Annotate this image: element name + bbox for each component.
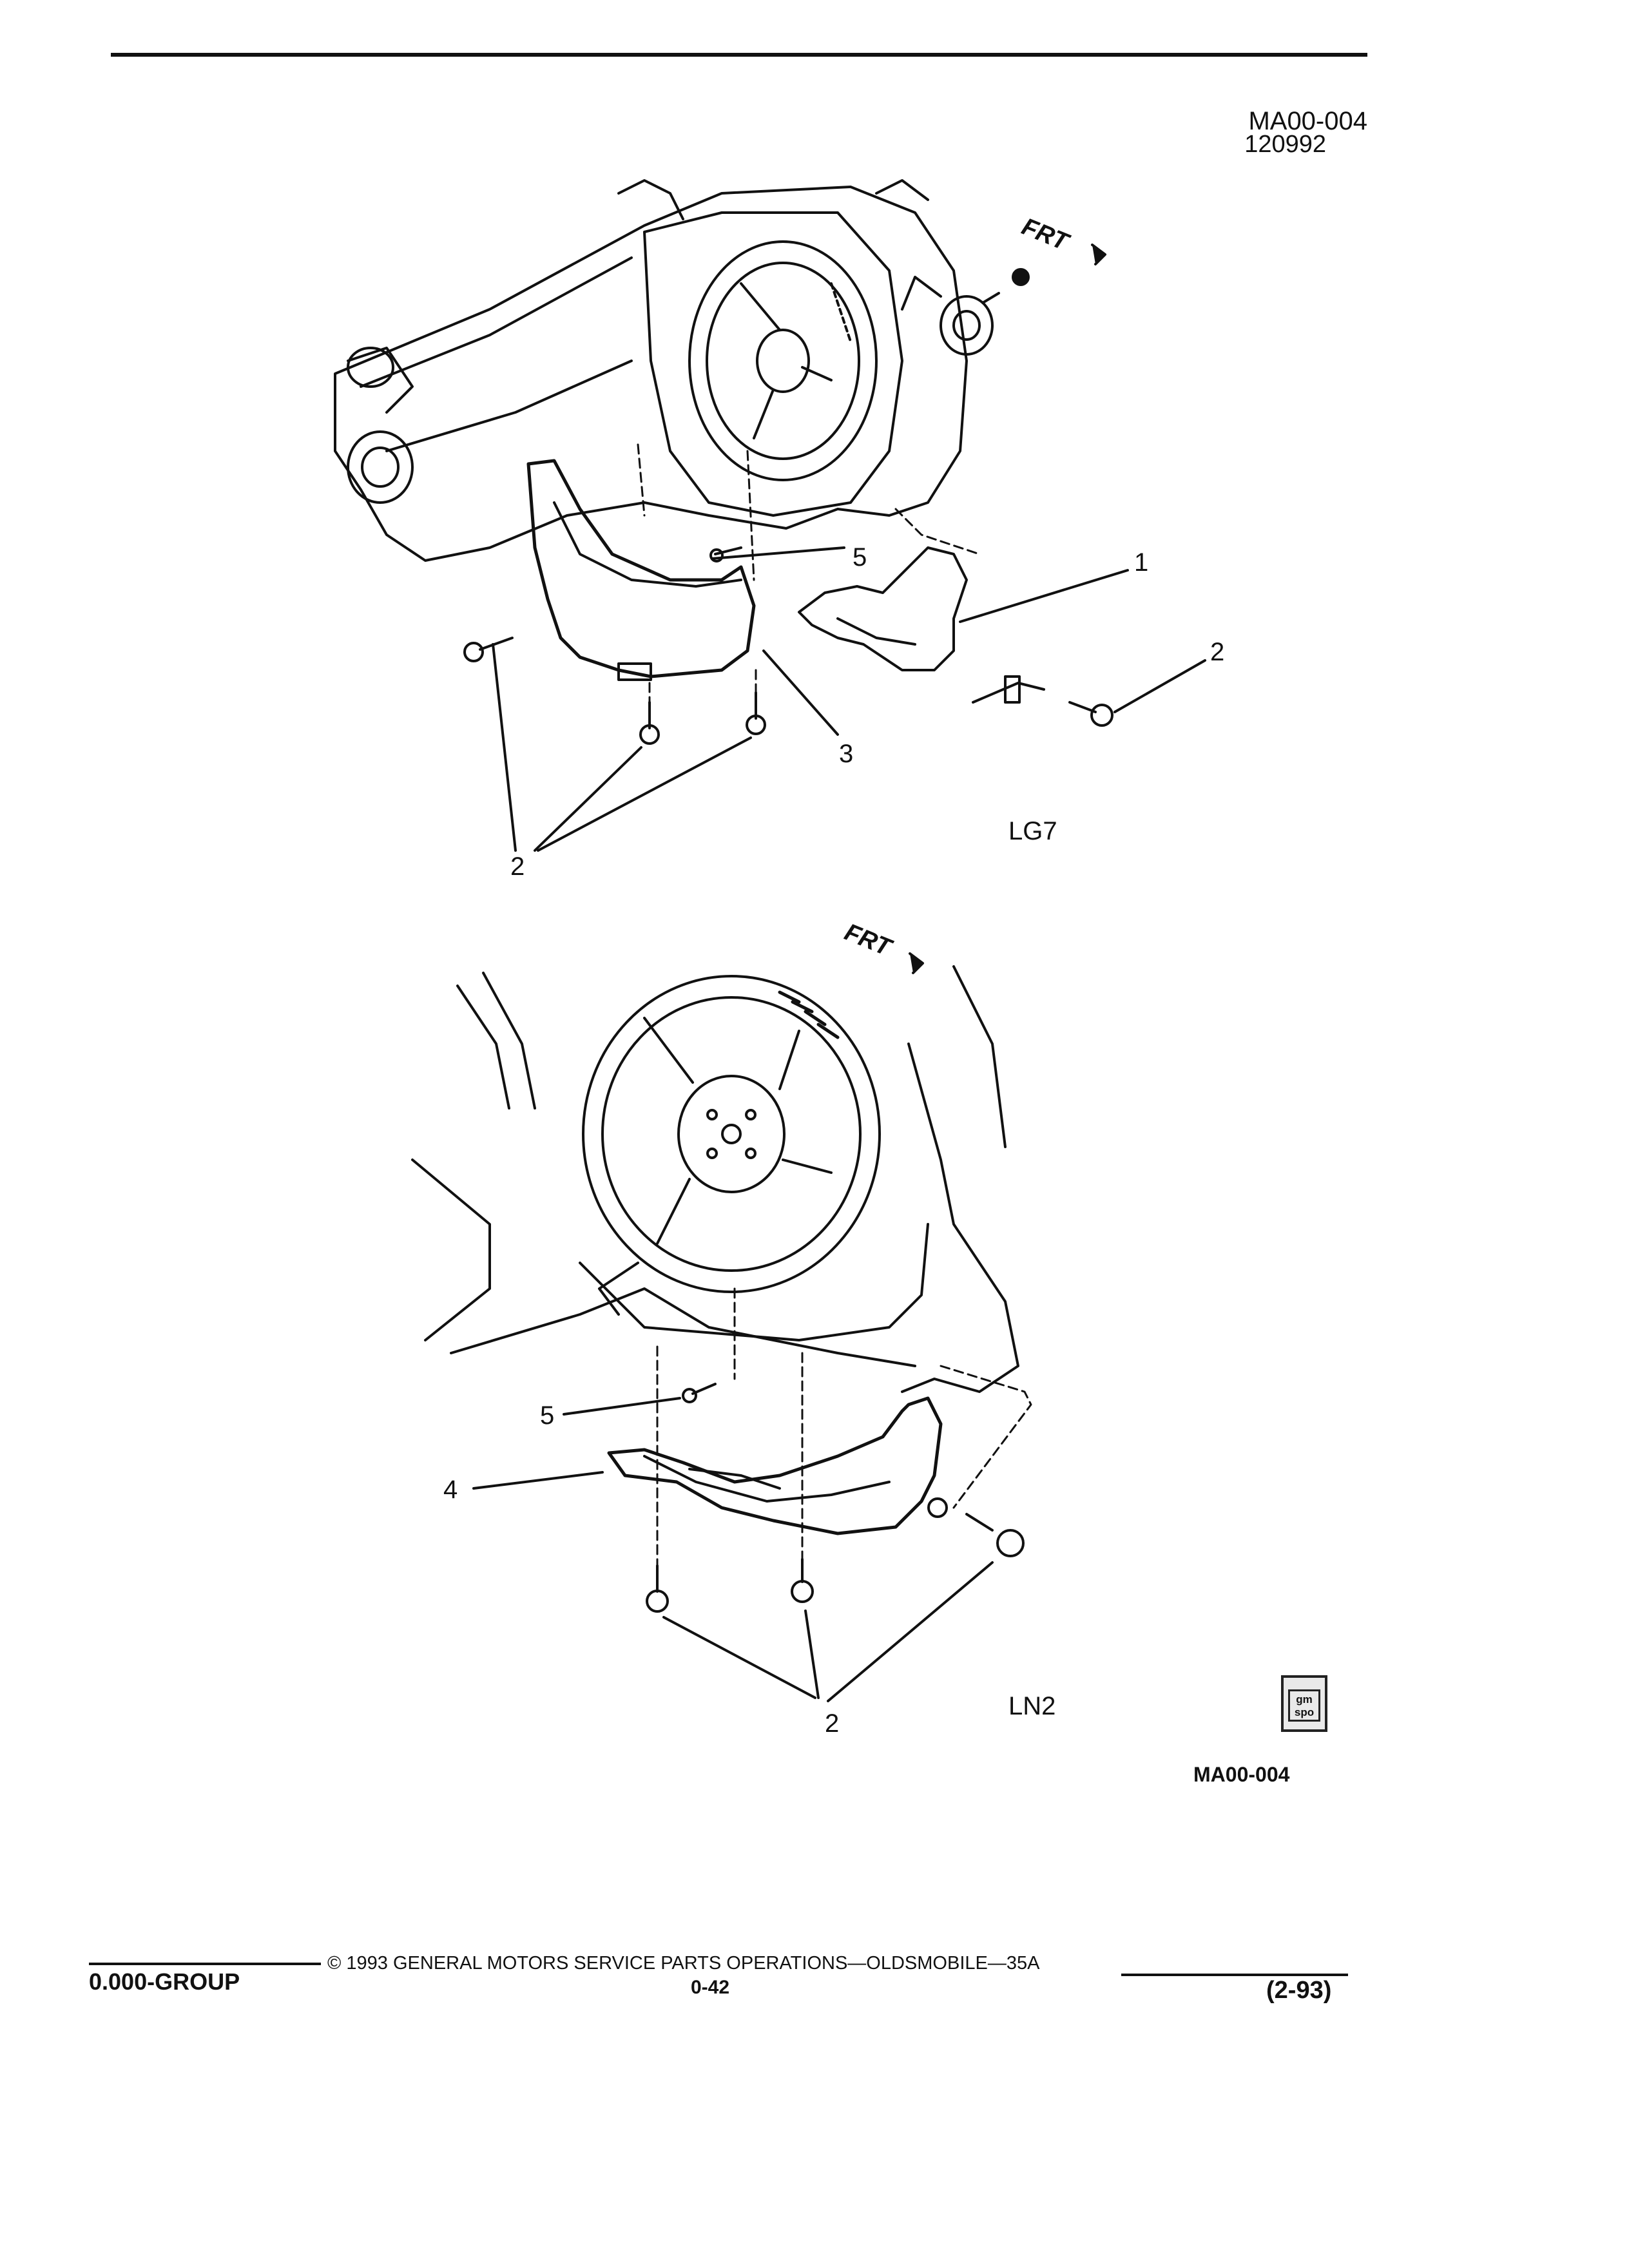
upper-callout-1: 1 [1134,548,1149,577]
upper-callout-3: 3 [839,740,854,768]
document-date: 120992 [1244,131,1326,158]
document-code: MA00-004 [1248,107,1367,135]
upper-callout-5: 5 [853,543,867,572]
lower-callout-2: 2 [825,1709,840,1738]
footer-copyright: © 1993 GENERAL MOTORS SERVICE PARTS OPER… [327,1953,1040,1974]
footer-rule-left [89,1963,321,1965]
footer-page-number: 0-42 [691,1977,730,1998]
figure-reference-code: MA00-004 [1193,1763,1290,1786]
lower-callout-5: 5 [540,1401,555,1430]
upper-callout-2-left: 2 [510,852,525,881]
upper-bolts [463,546,1113,745]
footer-revision: (2-93) [1266,1977,1332,2004]
upper-engine-label: LG7 [1008,817,1057,845]
footer-group: 0.000-GROUP [89,1968,240,1995]
footer-rule-right [1121,1974,1348,1976]
upper-transaxle-drawing [334,179,1206,852]
lower-engine-drawing [411,952,1032,1702]
lower-engine-label: LN2 [1008,1692,1056,1720]
gmspo-logo: gm spo [1281,1675,1327,1732]
upper-callout-2-right: 2 [1210,638,1225,666]
lower-bolts [646,1383,1025,1613]
gmspo-logo-text: gm spo [1288,1689,1320,1722]
lower-callout-4: 4 [443,1475,458,1504]
top-rule [111,53,1367,57]
